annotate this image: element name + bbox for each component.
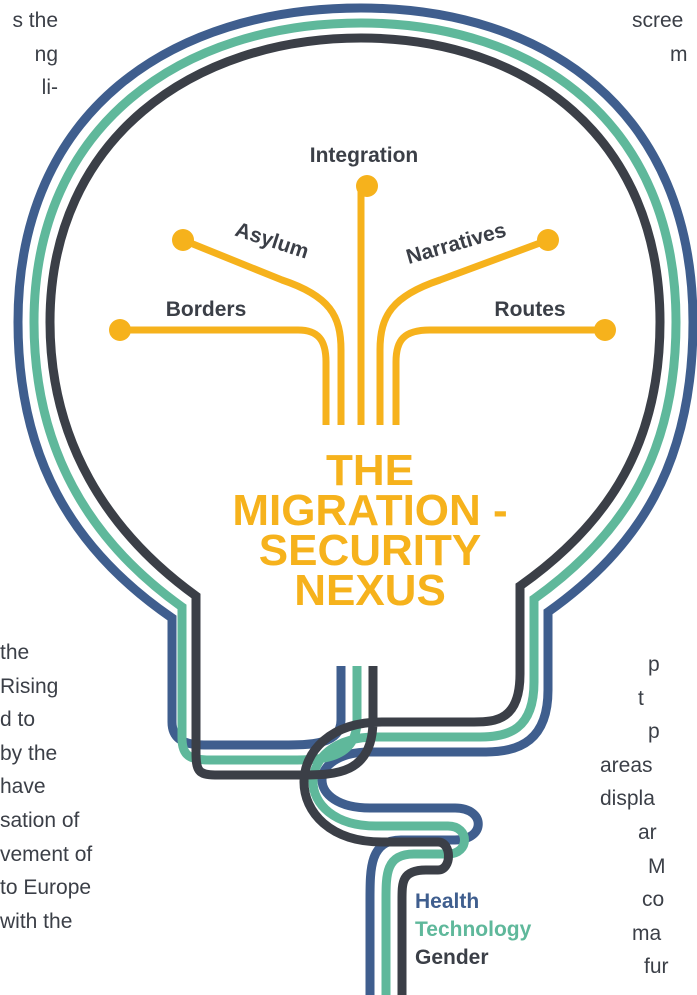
narratives-node: [537, 229, 559, 251]
text-line: ng: [34, 42, 58, 66]
borders-node: [109, 319, 131, 341]
filament-lines: [120, 186, 605, 425]
gender-line: [45, 33, 665, 995]
text-line: p: [648, 653, 660, 676]
text-line: ar: [638, 820, 657, 844]
background-text-bottom-left: the Rising d to by the have sation of ve…: [0, 636, 210, 938]
background-text-top-left: s the ng li-: [0, 4, 58, 105]
text-line: p: [648, 720, 660, 744]
text-line: sation of: [0, 808, 80, 832]
text-line: t: [638, 686, 644, 710]
integration-node: [356, 175, 378, 197]
filament-nodes: [109, 175, 616, 341]
text-line: scree: [632, 9, 684, 32]
routes-node: [594, 319, 616, 341]
text-line: fur: [644, 955, 669, 979]
title-line: THE: [326, 446, 414, 495]
text-line: displa: [600, 787, 655, 811]
text-line: have: [0, 775, 46, 799]
text-line: li-: [41, 76, 58, 100]
title-line: NEXUS: [294, 566, 446, 615]
technology-line: [29, 18, 681, 995]
borders-line: [120, 326, 330, 425]
text-line: M: [648, 854, 666, 878]
text-line: areas: [600, 753, 653, 777]
title-line: MIGRATION -: [232, 486, 508, 535]
borders-label: Borders: [166, 298, 247, 321]
background-text-bottom-right: p t p areas displa ar M co ma fur: [600, 648, 697, 984]
text-line: co: [642, 888, 665, 912]
text-line: d to: [0, 708, 36, 732]
text-line: with the: [0, 909, 73, 933]
text-line: ma: [632, 921, 662, 945]
text-line: Rising: [0, 674, 59, 698]
routes-line: [392, 326, 605, 425]
background-text-top-right: scree m: [632, 4, 697, 71]
text-line: m: [670, 42, 688, 66]
asylum-node: [172, 229, 194, 251]
text-line: the: [0, 641, 30, 664]
text-line: vement of: [0, 842, 93, 866]
asylum-line: [181, 236, 345, 425]
legend: Health Technology Gender: [415, 888, 531, 972]
text-line: s the: [12, 9, 58, 32]
diagram-title: THE MIGRATION - SECURITY NEXUS: [180, 446, 560, 615]
integration-label: Integration: [310, 144, 419, 167]
legend-health: Health: [415, 890, 480, 913]
routes-label: Routes: [494, 298, 565, 321]
narratives-line: [376, 236, 550, 425]
text-line: by the: [0, 741, 58, 765]
legend-gender: Gender: [415, 946, 489, 969]
text-line: to Europe: [0, 876, 92, 900]
legend-technology: Technology: [415, 918, 532, 941]
title-line: SECURITY: [258, 526, 482, 575]
health-line: [13, 3, 697, 995]
